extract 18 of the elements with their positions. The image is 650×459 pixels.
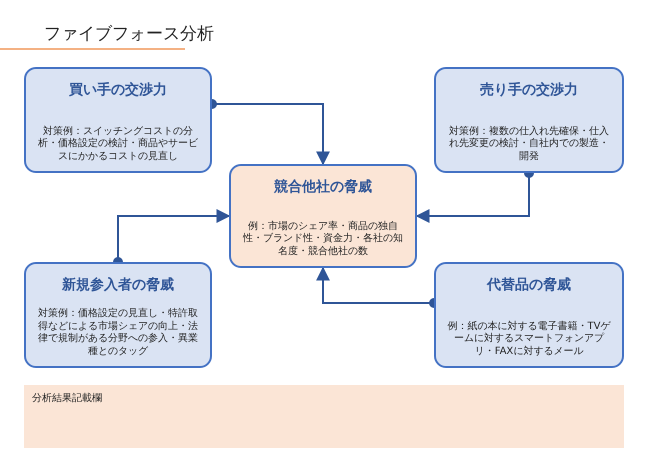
force-box bbox=[24, 67, 212, 173]
box-description: 対策例：スイッチングコストの分析・価格設定の検討・商品やサービスにかかるコストの見直し bbox=[37, 126, 199, 163]
force-box bbox=[434, 67, 624, 173]
page-title: ファイブフォース分析 bbox=[44, 23, 214, 45]
force-box bbox=[24, 262, 212, 368]
box-description: 対策例：複数の仕入れ先確保・仕入れ先変更の検討・自社内での製造・開発 bbox=[448, 126, 610, 163]
force-box bbox=[229, 164, 417, 268]
box-heading: 代替品の脅威 bbox=[487, 276, 571, 294]
force-box bbox=[434, 262, 624, 368]
box-heading: 競合他社の脅威 bbox=[274, 178, 372, 196]
notes-area bbox=[24, 385, 624, 448]
box-heading: 売り手の交渉力 bbox=[480, 81, 578, 99]
box-description: 対策例：価格設定の見直し・特許取得などによる市場シェアの向上・法律で規制がある分野への参入・異業種とのタッグ bbox=[37, 308, 199, 358]
box-description: 例：市場のシェア率・商品の独自性・ブランド性・資金力・各社の知名度・競合他社の数 bbox=[242, 220, 404, 258]
box-heading: 買い手の交渉力 bbox=[69, 81, 167, 99]
area-label: 分析結果記載欄 bbox=[32, 392, 102, 405]
box-heading: 新規参入者の脅威 bbox=[62, 276, 174, 294]
box-description: 例：紙の本に対する電子書籍・TVゲームに対するスマートフォンアプリ・FAXに対するメール bbox=[446, 320, 612, 358]
